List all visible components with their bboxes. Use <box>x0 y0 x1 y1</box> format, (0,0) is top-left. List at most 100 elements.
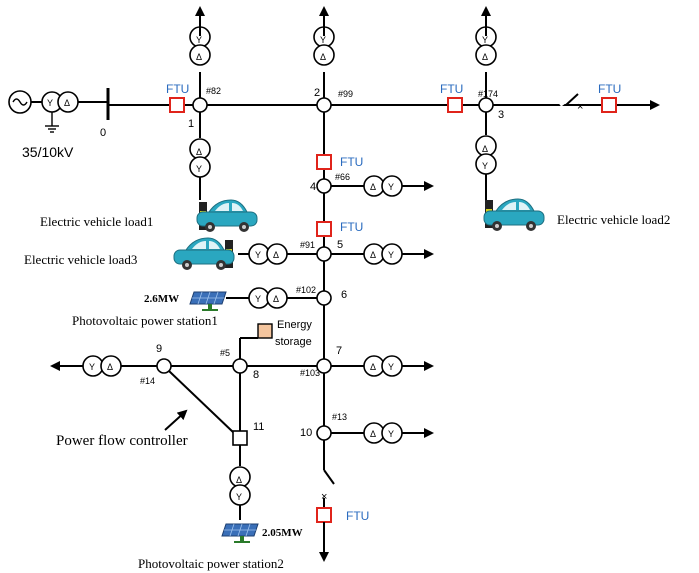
svg-text:Δ: Δ <box>273 250 279 260</box>
svg-text:Y: Y <box>482 35 488 45</box>
ev-load-2-label: Electric vehicle load2 <box>557 212 670 227</box>
node-10[interactable] <box>316 425 332 441</box>
ftu-box-4 <box>316 154 332 170</box>
node-4[interactable] <box>316 178 332 194</box>
ev-load-3: Electric vehicle load3 <box>24 237 235 271</box>
node-label-4: 4 <box>310 181 316 193</box>
node-6[interactable] <box>316 290 332 306</box>
ev-load-3-label: Electric vehicle load3 <box>24 252 137 267</box>
svg-text:Δ: Δ <box>370 182 376 192</box>
tag-91: #91 <box>300 240 315 250</box>
node-label-3: 3 <box>498 109 504 121</box>
ftu-box-1 <box>169 97 185 113</box>
ftu-box-6 <box>316 507 332 523</box>
node-8[interactable] <box>232 358 248 374</box>
svg-text:Y: Y <box>255 294 261 304</box>
svg-text:Y: Y <box>388 182 394 192</box>
node-1[interactable] <box>192 97 208 113</box>
tag-103: #103 <box>300 368 320 378</box>
node-label-2: 2 <box>314 87 320 99</box>
svg-text:Y: Y <box>236 492 242 502</box>
pv2-power: 2.05MW <box>262 527 303 539</box>
node-3[interactable] <box>478 97 494 113</box>
tag-14: #14 <box>140 376 155 386</box>
svg-text:Δ: Δ <box>107 362 113 372</box>
svg-text:Δ: Δ <box>273 294 279 304</box>
svg-text:Y: Y <box>196 35 202 45</box>
ftu-label-6: FTU <box>346 509 369 523</box>
tag-102: #102 <box>296 285 316 295</box>
svg-text:Δ: Δ <box>196 147 202 157</box>
node-label-5: 5 <box>337 239 343 251</box>
node-label-11: 11 <box>253 421 264 433</box>
storage-label-1: Energy <box>277 319 312 331</box>
svg-text:Δ: Δ <box>482 144 488 154</box>
tag-174: #174 <box>478 89 498 99</box>
svg-text:Δ: Δ <box>320 52 326 62</box>
pv2-label: Photovoltaic power station2 <box>138 556 284 571</box>
power-flow-controller-callout: Power flow controller <box>56 409 188 449</box>
node-2[interactable] <box>316 97 332 113</box>
ftu-label-5: FTU <box>340 220 363 234</box>
voltage-label: 35/10kV <box>22 144 74 160</box>
ftu-box-2 <box>447 97 463 113</box>
energy-storage: Energy storage <box>239 319 312 359</box>
node-label-9: 9 <box>156 343 162 355</box>
ev-load-1: Electric vehicle load1 <box>40 199 258 233</box>
svg-text:Δ: Δ <box>64 98 70 108</box>
tag-13: #13 <box>332 412 347 422</box>
svg-text:Y: Y <box>255 250 261 260</box>
tag-99: #99 <box>338 89 353 99</box>
svg-text:Δ: Δ <box>236 475 242 485</box>
svg-text:Y: Y <box>388 429 394 439</box>
node-label-8: 8 <box>253 369 259 381</box>
node-label-6: 6 <box>341 289 347 301</box>
storage-label-2: storage <box>275 336 312 348</box>
ftu-label-4: FTU <box>340 155 363 169</box>
power-flow-controller-label: Power flow controller <box>56 433 188 449</box>
switch-main[interactable] <box>565 93 579 106</box>
svg-text:Y: Y <box>388 362 394 372</box>
svg-text:Y: Y <box>196 164 202 174</box>
sine-wave-icon <box>12 98 28 106</box>
solar-panel-icon-2 <box>221 523 259 544</box>
pv1-label: Photovoltaic power station1 <box>72 313 218 328</box>
switch-bottom[interactable] <box>323 469 335 485</box>
svg-text:Δ: Δ <box>370 429 376 439</box>
ftu-label-3: FTU <box>598 82 621 96</box>
power-flow-controller-box[interactable] <box>232 430 248 446</box>
breaker-x-bottom: × <box>321 491 327 503</box>
pv-station-2: 2.05MW Photovoltaic power station2 <box>138 523 303 571</box>
solar-panel-icon-1 <box>189 291 227 312</box>
svg-text:Δ: Δ <box>196 52 202 62</box>
node-9[interactable] <box>156 358 172 374</box>
ftu-label-1: FTU <box>166 82 189 96</box>
svg-text:Δ: Δ <box>370 250 376 260</box>
tag-66: #66 <box>335 172 350 182</box>
ftu-box-3 <box>601 97 617 113</box>
breaker-x-main: × <box>577 101 583 113</box>
storage-box-icon <box>257 323 273 339</box>
svg-text:Y: Y <box>482 161 488 171</box>
tag-82: #82 <box>206 86 221 96</box>
svg-text:Y: Y <box>47 98 53 108</box>
svg-text:Y: Y <box>89 362 95 372</box>
node-5[interactable] <box>316 246 332 262</box>
svg-text:Y: Y <box>320 35 326 45</box>
node-label-7: 7 <box>336 345 342 357</box>
grid-source: Y Δ 35/10kV <box>8 90 108 160</box>
ev-load-1-label: Electric vehicle load1 <box>40 214 153 229</box>
svg-text:Y: Y <box>388 250 394 260</box>
node-label-0: 0 <box>100 127 106 139</box>
ev-load-2: Electric vehicle load2 <box>483 198 670 232</box>
svg-text:Δ: Δ <box>482 52 488 62</box>
ftu-box-5 <box>316 221 332 237</box>
tag-5: #5 <box>220 348 230 358</box>
pv1-power: 2.6MW <box>144 293 179 305</box>
ftu-label-2: FTU <box>440 82 463 96</box>
node-label-10: 10 <box>300 427 312 439</box>
pv-station-1: 2.6MW Photovoltaic power station1 <box>72 291 227 328</box>
